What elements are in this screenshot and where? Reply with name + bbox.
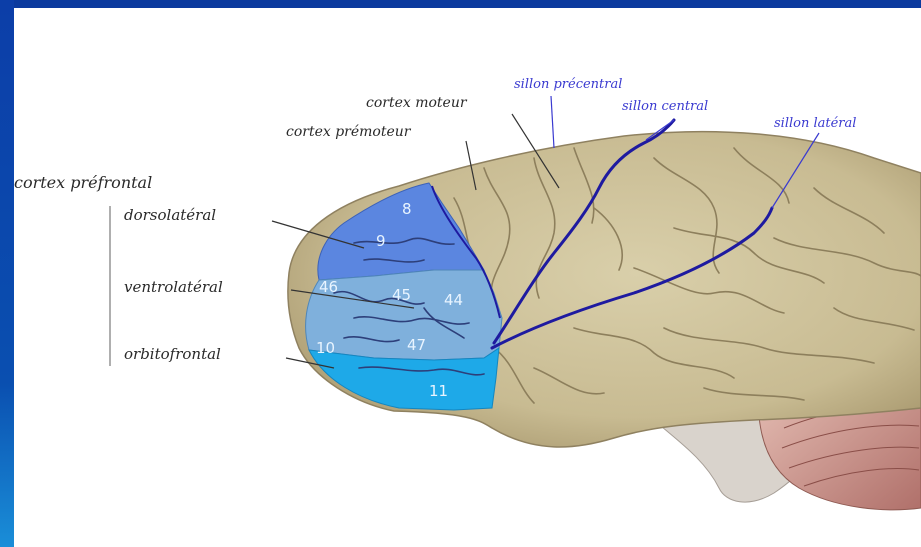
slide-left-bar <box>0 0 14 547</box>
area-45-label: 45 <box>392 286 411 304</box>
area-10-label: 10 <box>316 339 335 357</box>
label-precentral-sulcus: sillon précentral <box>514 77 622 92</box>
content-panel: 8 9 46 45 44 10 47 11 cortex préfrontal … <box>14 8 921 547</box>
area-44-label: 44 <box>444 291 463 309</box>
brain-diagram: 8 9 46 45 44 10 47 11 cortex préfrontal … <box>14 8 921 547</box>
label-prefrontal-cortex: cortex préfrontal <box>14 173 152 192</box>
label-lateral-sulcus: sillon latéral <box>774 116 856 131</box>
label-ventrolateral: ventrolatéral <box>124 278 223 296</box>
label-premotor-cortex: cortex prémoteur <box>286 124 412 140</box>
label-dorsolateral: dorsolatéral <box>124 206 216 224</box>
area-8-label: 8 <box>402 200 412 218</box>
label-motor-cortex: cortex moteur <box>366 95 468 111</box>
label-orbitofrontal: orbitofrontal <box>124 345 221 363</box>
area-47-label: 47 <box>407 336 426 354</box>
area-11-label: 11 <box>429 382 448 400</box>
leader-precentral <box>551 96 554 148</box>
label-central-sulcus: sillon central <box>622 99 708 114</box>
area-46-label: 46 <box>319 278 338 296</box>
area-9-label: 9 <box>376 232 386 250</box>
